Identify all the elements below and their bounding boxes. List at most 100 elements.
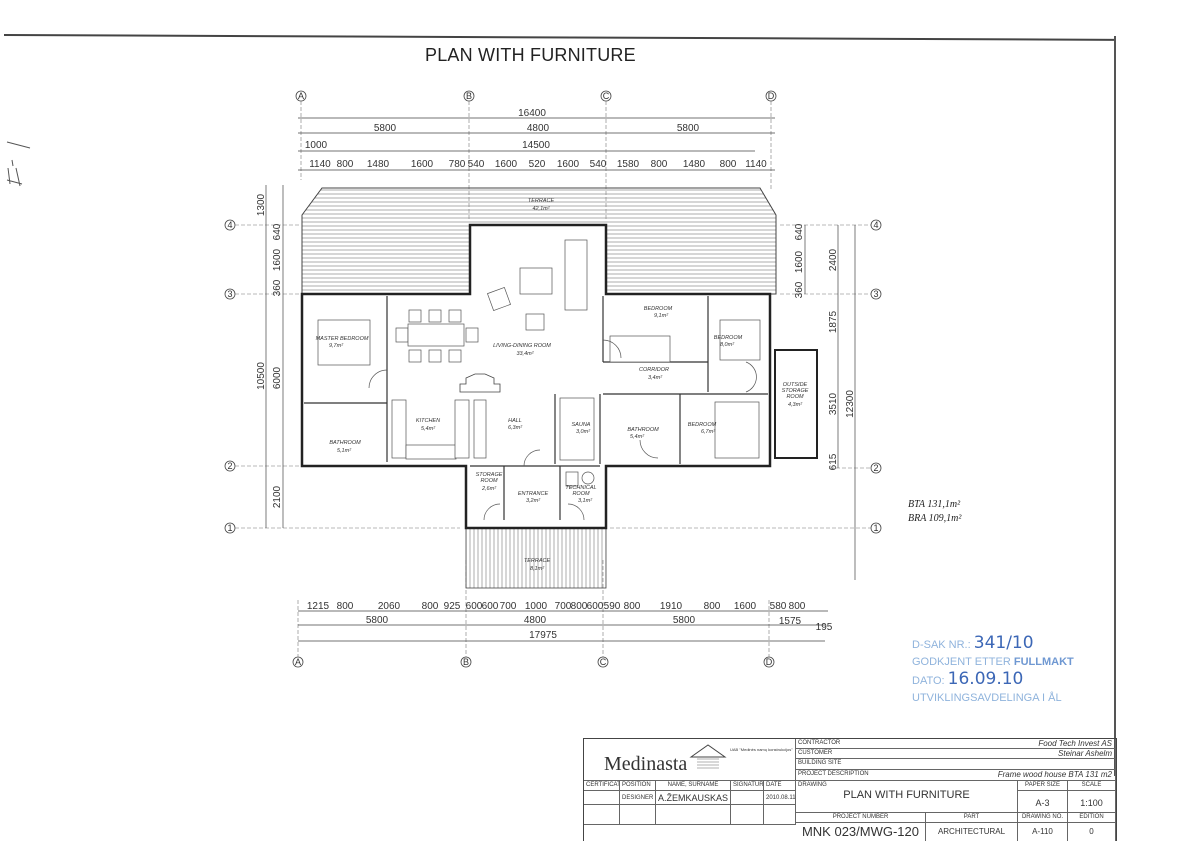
drawing-no-header: DRAWING NO. [1018,813,1068,823]
svg-text:TERRACE: TERRACE [524,558,551,564]
svg-text:B: B [463,657,469,667]
svg-text:800: 800 [720,159,737,170]
svg-text:ROOM: ROOM [572,491,590,497]
svg-text:4,3m²: 4,3m² [788,402,802,408]
svg-text:360: 360 [794,281,805,298]
svg-text:1140: 1140 [745,159,767,170]
svg-text:12300: 12300 [845,390,856,418]
designer-name: A.ŽEMKAUSKAS [656,791,731,805]
drawing-header: DRAWING [798,782,827,788]
svg-text:1140: 1140 [309,159,331,170]
scale-value: 1:100 [1068,791,1116,813]
svg-text:2: 2 [873,463,878,473]
svg-text:17975: 17975 [529,630,557,641]
svg-text:800: 800 [571,601,588,612]
svg-text:800: 800 [651,159,668,170]
svg-text:5800: 5800 [673,615,696,626]
signature-header: SIGNATURE [731,781,764,791]
svg-text:HALL: HALL [508,418,522,424]
svg-text:BEDROOM: BEDROOM [644,306,673,312]
svg-text:5,4m²: 5,4m² [630,434,644,440]
svg-text:1: 1 [227,523,232,533]
svg-text:BEDROOM: BEDROOM [688,422,717,428]
position-header: POSITION [620,781,656,791]
svg-text:D: D [766,657,773,667]
svg-text:1: 1 [873,523,878,533]
area-summary: BTA 131,1m² BRA 109,1m² [908,498,961,526]
svg-text:C: C [600,657,607,667]
svg-text:540: 540 [590,159,607,170]
svg-text:5,4m²: 5,4m² [421,426,435,432]
svg-text:1600: 1600 [734,601,757,612]
approved-text: GODKJENT ETTER [912,656,1014,668]
svg-text:1000: 1000 [525,601,548,612]
svg-text:4: 4 [873,220,878,230]
svg-text:ENTRANCE: ENTRANCE [518,491,549,497]
svg-text:BATHROOM: BATHROOM [329,440,361,446]
svg-text:TECHNICAL: TECHNICAL [565,485,596,491]
svg-text:MASTER BEDROOM: MASTER BEDROOM [316,336,369,342]
project-description-label: PROJECT DESCRIPTION [798,771,869,777]
svg-text:600: 600 [466,601,483,612]
svg-text:8,0m²: 8,0m² [720,342,734,348]
handwritten-mark [6,141,31,187]
svg-text:A: A [295,657,301,667]
svg-text:D: D [768,91,775,101]
svg-text:1575: 1575 [779,616,802,627]
designer-date: 2010.08.11 [764,791,796,805]
svg-text:1910: 1910 [660,601,683,612]
svg-text:6,3m²: 6,3m² [508,425,522,431]
svg-text:1600: 1600 [272,248,283,271]
svg-text:5800: 5800 [366,615,389,626]
project-description-value: Frame wood house BTA 131 m2 [997,770,1112,779]
svg-text:16400: 16400 [518,108,546,119]
svg-text:3,4m²: 3,4m² [648,375,662,381]
svg-text:BATHROOM: BATHROOM [627,427,659,433]
svg-text:700: 700 [500,601,517,612]
svg-text:3,0m²: 3,0m² [576,429,590,435]
sak-label: D-SAK NR.: [912,639,971,651]
svg-text:600: 600 [587,601,604,612]
svg-text:1875: 1875 [828,310,839,333]
svg-text:540: 540 [468,159,485,170]
date-header: DATE [764,781,796,791]
drawing-title-cell: PLAN WITH FURNITURE [843,789,970,801]
svg-text:1000: 1000 [305,140,328,151]
customer-label: CUSTOMER [798,750,833,756]
drawing-no-value: A-110 [1018,823,1068,841]
svg-text:3: 3 [227,289,232,299]
svg-text:800: 800 [337,601,354,612]
svg-text:9,7m²: 9,7m² [329,343,343,349]
svg-text:640: 640 [794,223,805,240]
svg-text:590: 590 [604,601,621,612]
contractor-value: Food Tech Invest AS [1038,739,1112,748]
svg-text:BEDROOM: BEDROOM [714,335,743,341]
svg-text:B: B [466,91,472,101]
svg-text:14500: 14500 [522,140,550,151]
sak-value: 341/10 [973,633,1034,653]
svg-text:9,1m²: 9,1m² [654,313,668,319]
svg-text:3510: 3510 [828,392,839,415]
svg-text:1600: 1600 [794,250,805,273]
svg-text:3: 3 [873,289,878,299]
svg-text:360: 360 [272,279,283,296]
approval-stamp: D-SAK NR.: 341/10 GODKJENT ETTER FULLMAK… [912,635,1074,707]
building-site-label: BUILDING SITE [798,760,842,766]
scale-header: SCALE [1068,781,1116,791]
svg-text:3,1m²: 3,1m² [578,498,592,504]
svg-text:3,2m²: 3,2m² [526,498,540,504]
company-info: UAB "Medinės namų konstrukcijos" [730,747,793,752]
drawing-title: PLAN WITH FURNITURE [425,45,636,65]
svg-text:1600: 1600 [495,159,518,170]
svg-text:STORAGE: STORAGE [476,472,503,478]
svg-text:4800: 4800 [524,615,547,626]
svg-text:780: 780 [449,159,466,170]
svg-text:1480: 1480 [683,159,706,170]
svg-text:700: 700 [555,601,572,612]
paper-size-value: A-3 [1018,791,1068,813]
sheet-border-right [1114,36,1116,776]
svg-text:ROOM: ROOM [786,394,804,400]
svg-text:2060: 2060 [378,601,401,612]
svg-text:6000: 6000 [272,366,283,389]
svg-text:640: 640 [272,223,283,240]
